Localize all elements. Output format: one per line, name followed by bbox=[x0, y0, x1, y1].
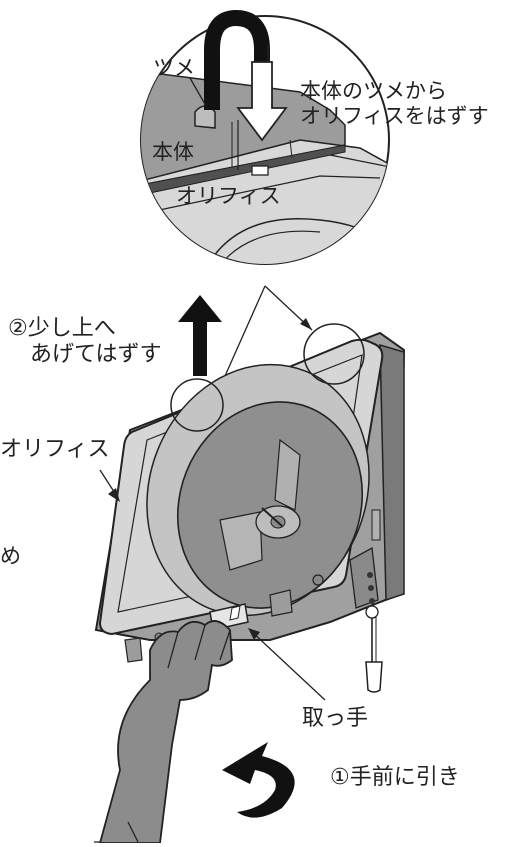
up-arrow bbox=[178, 295, 222, 376]
fan-unit bbox=[94, 331, 406, 693]
pull-cord-knob bbox=[365, 661, 383, 693]
hand bbox=[98, 620, 233, 844]
step1-label: ①手前に引き bbox=[330, 765, 460, 790]
down-arrow-white bbox=[236, 61, 288, 142]
detail-circle-left bbox=[170, 378, 224, 432]
detail-circle-right bbox=[303, 323, 365, 385]
pull-arrow bbox=[222, 742, 295, 818]
detach-instruction-line1: 本体のツメから bbox=[300, 79, 447, 103]
zoom-body-plate bbox=[141, 69, 346, 186]
tsume-label: ツメ bbox=[153, 56, 195, 80]
orifice-label: オリフィス bbox=[0, 437, 110, 462]
fan-opening bbox=[176, 401, 364, 609]
handle-label: 取っ手 bbox=[302, 706, 369, 731]
detach-instruction-line2: オリフィスをはずす bbox=[300, 104, 489, 128]
main-body-label: 本体 bbox=[152, 140, 194, 164]
step2-line2: あげてはずす bbox=[28, 342, 164, 368]
step2-line1: ②少し上へ bbox=[6, 316, 118, 342]
orifice-zoom-label: オリフィス bbox=[176, 184, 281, 208]
cutoff-text: め bbox=[0, 544, 21, 568]
u-turn-arrow bbox=[204, 10, 270, 116]
